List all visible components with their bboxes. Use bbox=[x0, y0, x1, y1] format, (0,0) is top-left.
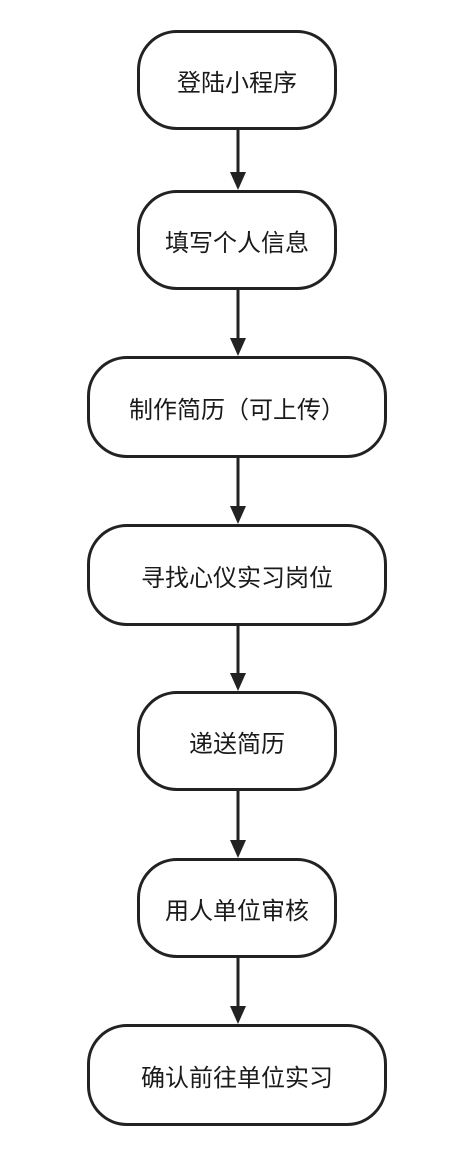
step-confirm-internship: 确认前往单位实习 bbox=[87, 1024, 387, 1126]
step-send-resume: 递送简历 bbox=[137, 691, 337, 791]
arrowhead-icon bbox=[230, 338, 246, 356]
arrowhead-icon bbox=[230, 506, 246, 524]
step-create-resume: 制作简历（可上传） bbox=[87, 356, 387, 458]
step-fill-personal-info: 填写个人信息 bbox=[137, 190, 337, 290]
step-login-miniprogram: 登陆小程序 bbox=[137, 30, 337, 130]
arrowhead-icon bbox=[230, 840, 246, 858]
step-find-internship: 寻找心仪实习岗位 bbox=[87, 524, 387, 626]
arrowhead-icon bbox=[230, 172, 246, 190]
arrowhead-icon bbox=[230, 1006, 246, 1024]
step-employer-review: 用人单位审核 bbox=[137, 858, 337, 958]
arrowhead-icon bbox=[230, 673, 246, 691]
